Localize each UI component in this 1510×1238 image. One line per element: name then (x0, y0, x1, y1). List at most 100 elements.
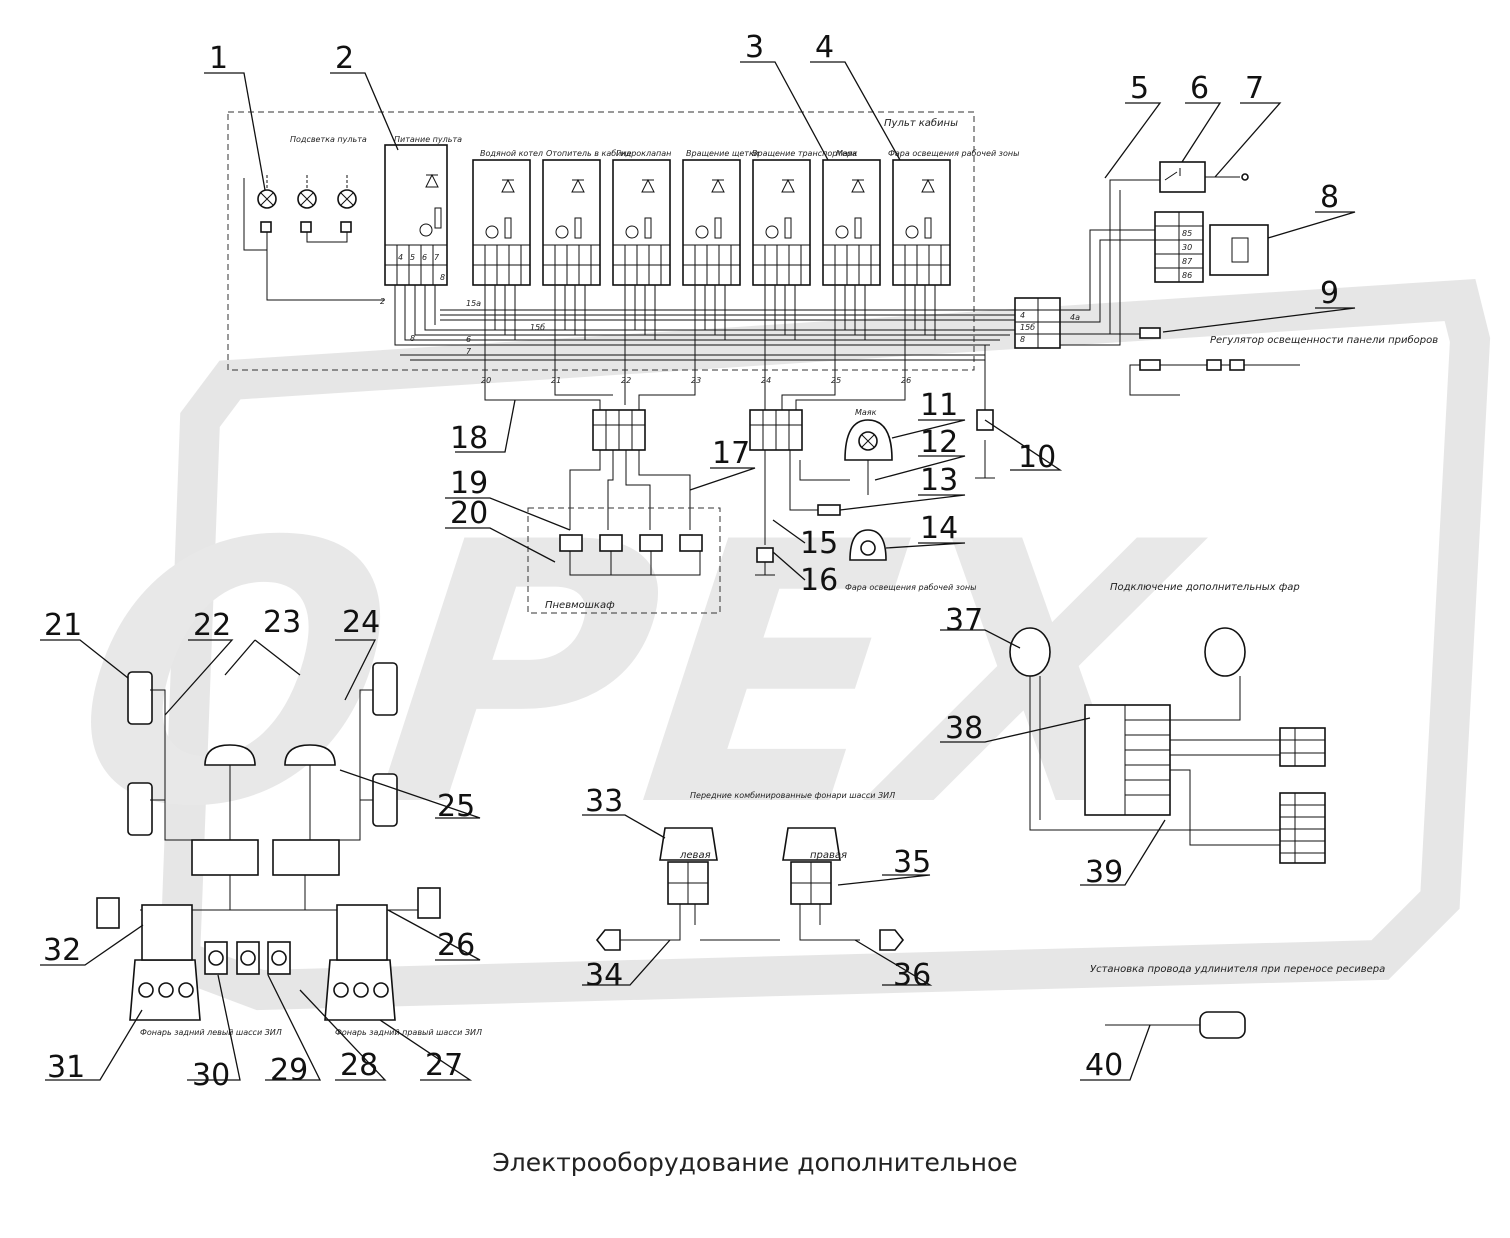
callout-16: 16 (800, 563, 838, 598)
svg-text:87: 87 (1182, 257, 1193, 266)
callout-40: 40 (1085, 1048, 1123, 1083)
svg-text:Подсветка пульта: Подсветка пульта (290, 135, 367, 144)
svg-text:Передние комбинированные фонар: Передние комбинированные фонари шасси ЗИ… (690, 791, 895, 800)
callout-30: 30 (192, 1058, 230, 1093)
junction-blocks (484, 380, 906, 545)
pneumo-cabinet: Пневмошкаф (527, 507, 721, 614)
callout-22: 22 (193, 608, 231, 643)
callout-39: 39 (1085, 855, 1123, 890)
svg-text:8: 8 (1020, 335, 1025, 344)
callout-36: 36 (893, 958, 931, 993)
svg-text:26: 26 (901, 376, 911, 385)
svg-text:21: 21 (551, 376, 561, 385)
callout-4: 4 (815, 30, 834, 65)
svg-text:15а: 15а (466, 299, 481, 308)
svg-text:6: 6 (422, 253, 427, 262)
callout-20: 20 (450, 496, 488, 531)
callout-26: 26 (437, 928, 475, 963)
receiver-extension: Установка провода удлинителя при перенос… (1090, 964, 1385, 1039)
svg-text:Фонарь задний правый шасси ЗИЛ: Фонарь задний правый шасси ЗИЛ (335, 1028, 482, 1037)
console-modules: Питание пульта Водяной котел Отопитель в… (384, 135, 1019, 286)
svg-text:5: 5 (410, 253, 415, 262)
svg-text:Фара освещения рабочей зоны: Фара освещения рабочей зоны (888, 149, 1019, 158)
svg-text:Маяк: Маяк (836, 149, 858, 158)
headlamp-section: Подключение дополнительных фар (1009, 582, 1326, 864)
svg-text:Гидроклапан: Гидроклапан (616, 149, 671, 158)
svg-text:левая: левая (679, 850, 711, 861)
callout-29: 29 (270, 1053, 308, 1088)
dimmer-area: Регулятор освещенности панели приборов (1060, 327, 1438, 396)
callout-17: 17 (712, 436, 750, 471)
callout-numbers: 1 2 3 4 5 6 7 8 9 10 11 12 13 14 15 16 1… (43, 30, 1339, 1093)
svg-text:2: 2 (380, 297, 385, 306)
svg-text:4а: 4а (1070, 313, 1080, 322)
callout-19: 19 (450, 466, 488, 501)
svg-text:22: 22 (621, 376, 631, 385)
watermark-text: OPEX (12, 467, 1242, 886)
leader-lines (40, 61, 1356, 1081)
svg-text:85: 85 (1182, 229, 1192, 238)
svg-text:25: 25 (831, 376, 841, 385)
svg-text:Питание пульта: Питание пульта (394, 135, 462, 144)
front-lamps-area: Передние комбинированные фонари шасси ЗИ… (595, 791, 905, 951)
beacon-and-lamp: Маяк Фара освещения рабочей зоны (755, 408, 976, 592)
callout-21: 21 (44, 608, 82, 643)
watermark: OPEX (12, 278, 1491, 1011)
svg-text:Фара освещения рабочей зоны: Фара освещения рабочей зоны (845, 583, 976, 592)
svg-text:Отопитель в кабине: Отопитель в кабине (546, 149, 632, 158)
callout-8: 8 (1320, 180, 1339, 215)
module-internals: 4 5 6 7 8 (384, 173, 951, 286)
harness-bus (394, 285, 1015, 470)
callout-6: 6 (1190, 71, 1209, 106)
callout-1: 1 (209, 41, 228, 76)
relay-block: 85 30 87 86 (1154, 211, 1269, 283)
callout-7: 7 (1245, 71, 1264, 106)
diagram-caption: Электрооборудование дополнительное (492, 1148, 1018, 1177)
connector-block: 4 15б 8 (1014, 179, 1160, 349)
callout-9: 9 (1320, 276, 1339, 311)
callout-34: 34 (585, 958, 623, 993)
callout-3: 3 (745, 30, 764, 65)
svg-text:7: 7 (434, 253, 440, 262)
callout-14: 14 (920, 511, 958, 546)
callout-10: 10 (1018, 440, 1056, 475)
callout-25: 25 (437, 789, 475, 824)
svg-text:7: 7 (466, 347, 472, 356)
svg-text:8: 8 (440, 273, 445, 282)
console-title: Пульт кабины (884, 117, 958, 129)
console-frame (227, 111, 975, 371)
svg-text:6: 6 (466, 335, 471, 344)
backlight-lamps: Подсветка пульта (243, 135, 385, 301)
callout-5: 5 (1130, 71, 1149, 106)
callout-37: 37 (945, 603, 983, 638)
rear-lamps-area: Фонарь задний левый шасси ЗИЛ Фонарь зад… (96, 662, 482, 1037)
callout-12: 12 (920, 425, 958, 460)
svg-text:15б: 15б (530, 323, 545, 332)
callout-13: 13 (920, 463, 958, 498)
callout-15: 15 (800, 526, 838, 561)
svg-text:24: 24 (761, 376, 771, 385)
svg-text:Регулятор освещенности панели: Регулятор освещенности панели приборов (1210, 334, 1438, 346)
svg-text:Вращение щетки: Вращение щетки (686, 149, 759, 158)
callout-24: 24 (342, 605, 380, 640)
callout-27: 27 (425, 1048, 463, 1083)
svg-text:4: 4 (398, 253, 403, 262)
svg-text:86: 86 (1182, 271, 1192, 280)
svg-text:Водяной котел: Водяной котел (480, 149, 543, 158)
callout-31: 31 (47, 1050, 85, 1085)
svg-text:Маяк: Маяк (855, 408, 877, 417)
svg-text:Установка провода удлинителя п: Установка провода удлинителя при перенос… (1090, 964, 1385, 975)
callout-18: 18 (450, 421, 488, 456)
svg-text:30: 30 (1182, 243, 1192, 252)
callout-38: 38 (945, 711, 983, 746)
svg-text:4: 4 (1020, 311, 1025, 320)
svg-text:23: 23 (691, 376, 701, 385)
switch-6 (1159, 161, 1249, 193)
svg-text:20: 20 (481, 376, 491, 385)
svg-text:Фонарь задний левый шасси ЗИЛ: Фонарь задний левый шасси ЗИЛ (140, 1028, 282, 1037)
callout-33: 33 (585, 784, 623, 819)
callout-28: 28 (340, 1048, 378, 1083)
wire-labels: 15а 15б 6 7 8 2 20 21 22 23 24 25 26 4а (380, 297, 1080, 385)
svg-text:правая: правая (810, 850, 847, 861)
